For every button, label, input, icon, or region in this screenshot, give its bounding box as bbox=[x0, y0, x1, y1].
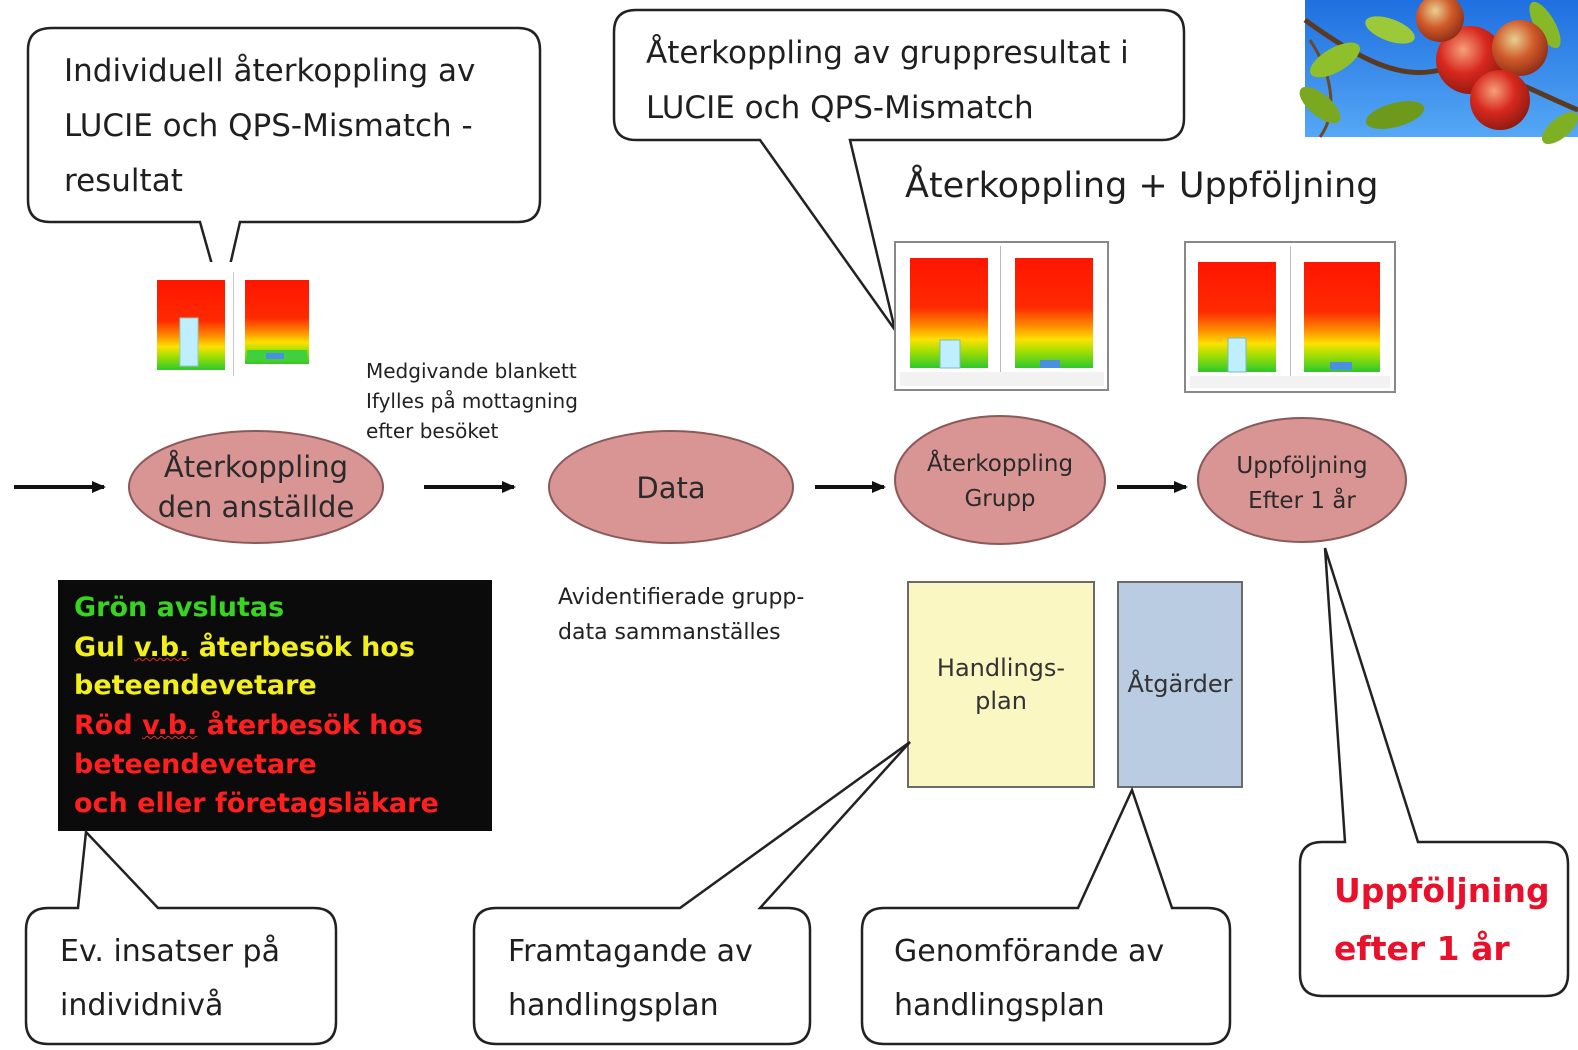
followup-result-thumbnail bbox=[1184, 241, 1396, 393]
legend-red-line3: och eller företagsläkare bbox=[74, 788, 439, 819]
callout-followup-bubble bbox=[1298, 547, 1570, 998]
process-oval-feedback-employee bbox=[128, 430, 384, 544]
oval-label-feedback-group: Återkoppling Grupp bbox=[926, 451, 1074, 512]
callout-individual-level-bubble bbox=[24, 829, 338, 1046]
oval-label-feedback-employee: Återkoppling den anställde bbox=[157, 450, 355, 524]
process-oval-data bbox=[548, 430, 794, 544]
oval-label-data: Data bbox=[636, 471, 706, 505]
legend-green: Grön avslutas bbox=[74, 592, 285, 623]
legend-box bbox=[58, 580, 492, 831]
anonymized-note: Avidentifierade grupp- data sammanställe… bbox=[558, 585, 805, 645]
heading-feedback-followup: Återkoppling + Uppföljning bbox=[905, 166, 1379, 206]
apple-photo bbox=[1299, 0, 1578, 145]
callout-individual-level-text: Ev. insatser på individnivå bbox=[60, 934, 280, 1023]
callout-group-bubble bbox=[612, 8, 1186, 331]
legend-yellow-line2: beteendevetare bbox=[74, 670, 317, 701]
callout-develop-plan-bubble bbox=[472, 740, 911, 1046]
box-handlingsplan bbox=[907, 581, 1095, 788]
callout-individual-bubble bbox=[26, 26, 542, 301]
callout-develop-plan-text: Framtagande av handlingsplan bbox=[508, 934, 753, 1023]
group-result-thumbnail bbox=[894, 241, 1109, 391]
atgarder-label: Åtgärder bbox=[1127, 670, 1233, 698]
box-atgarder bbox=[1117, 581, 1243, 788]
process-oval-followup bbox=[1197, 417, 1407, 543]
consent-note: Medgivande blankett Ifylles på mottagnin… bbox=[366, 359, 578, 443]
callout-individual-text: Individuell återkoppling av LUCIE och QP… bbox=[64, 53, 476, 199]
callout-implement-plan-bubble bbox=[860, 786, 1232, 1046]
callout-followup-text: Uppföljning efter 1 år bbox=[1334, 871, 1550, 968]
callout-group-text: Återkoppling av gruppresultat i LUCIE oc… bbox=[646, 35, 1129, 126]
callout-implement-plan-text: Genomförande av handlingsplan bbox=[894, 934, 1165, 1023]
legend-red-line2: beteendevetare bbox=[74, 749, 317, 780]
process-oval-feedback-group bbox=[894, 415, 1106, 545]
individual-result-thumbnail bbox=[147, 262, 327, 382]
legend-yellow-line1: Gul v.b. återbesök hos bbox=[74, 632, 415, 663]
legend-red-line1: Röd v.b. återbesök hos bbox=[74, 710, 423, 741]
oval-label-followup: Uppföljning Efter 1 år bbox=[1236, 453, 1368, 514]
handlingsplan-label: Handlings- plan bbox=[936, 654, 1066, 715]
